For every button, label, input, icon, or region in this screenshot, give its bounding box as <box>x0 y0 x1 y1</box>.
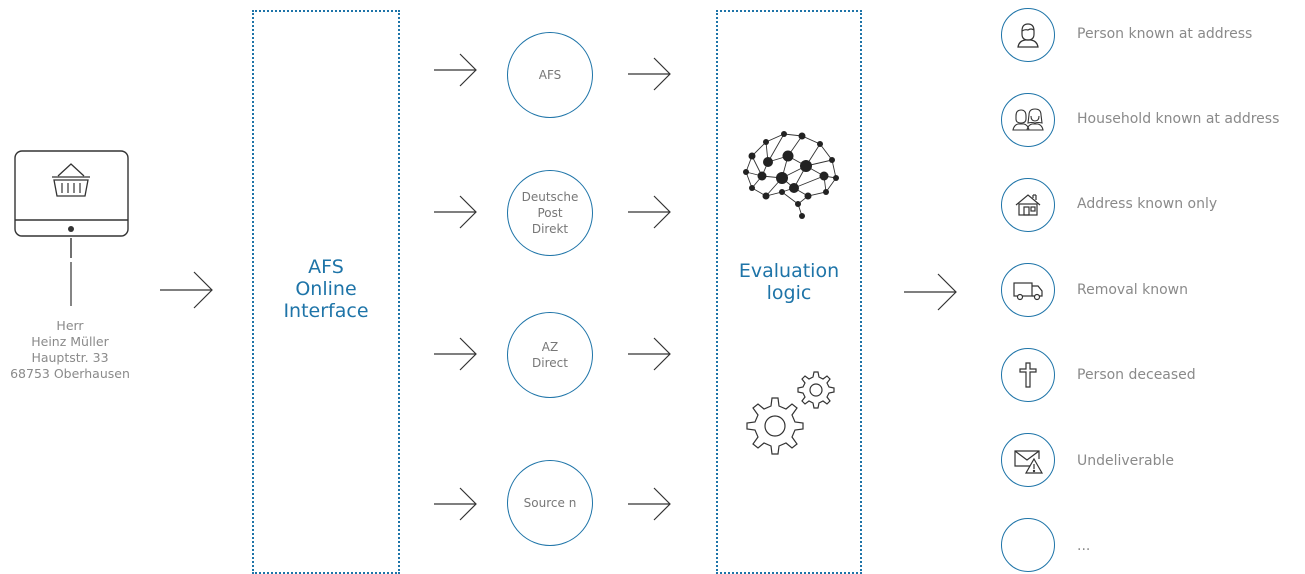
result-label: Person deceased <box>1077 367 1196 383</box>
arrow-icon <box>904 273 957 311</box>
result-address-known <box>1001 178 1055 232</box>
result-label: Household known at address <box>1077 111 1280 127</box>
truck-icon <box>1013 282 1043 301</box>
source-n: Source n <box>507 460 593 546</box>
online-interface-title: AFS Online Interface <box>254 256 398 322</box>
gears-icon <box>746 371 835 455</box>
source-label: AZ <box>541 340 559 354</box>
result-household-known <box>1001 93 1055 147</box>
result-removal-known <box>1001 263 1055 317</box>
result-label: ... <box>1077 538 1091 554</box>
address-line-city: 68753 Oberhausen <box>10 366 130 381</box>
person-icon <box>1017 23 1039 48</box>
source-label: Direct <box>532 356 568 370</box>
address-line-street: Hauptstr. 33 <box>31 350 109 365</box>
arrow-icon <box>628 195 671 229</box>
evaluation-title-line: Evaluation <box>738 260 840 282</box>
evaluation-logic-box <box>716 10 862 574</box>
source-deutsche-post-direkt: Deutsche Post Direkt <box>507 170 593 256</box>
source-label: AFS <box>538 68 562 82</box>
source-az-direct: AZ Direct <box>507 312 593 398</box>
source-afs: AFS <box>507 32 593 118</box>
interface-title-line: Interface <box>283 300 369 322</box>
arrow-icon <box>628 337 671 371</box>
household-icon <box>1012 108 1044 131</box>
cross-icon <box>1019 362 1037 388</box>
evaluation-logic-title: Evaluation logic <box>718 260 860 304</box>
arrow-icon <box>628 487 671 521</box>
interface-title-line: AFS <box>308 256 344 278</box>
arrow-icon <box>434 53 477 87</box>
source-label: Deutsche <box>521 190 579 204</box>
evaluation-title-line: logic <box>766 282 812 304</box>
address-line-name: Heinz Müller <box>31 334 109 349</box>
online-interface-box <box>252 10 400 574</box>
arrow-icon <box>434 487 477 521</box>
arrow-icon <box>434 337 477 371</box>
envelope-warning-icon <box>1014 450 1044 474</box>
result-label: Removal known <box>1077 282 1188 298</box>
neural-network-brain-icon <box>743 131 839 219</box>
source-label: Post <box>537 206 563 220</box>
house-icon <box>1015 194 1041 216</box>
arrow-icon <box>160 271 213 309</box>
address-line-salutation: Herr <box>56 318 84 333</box>
result-label: Address known only <box>1077 196 1218 212</box>
source-label: Direkt <box>531 222 569 236</box>
result-label: Undeliverable <box>1077 453 1175 469</box>
result-label: Person known at address <box>1077 26 1253 42</box>
interface-title-line: Online <box>295 278 357 300</box>
result-more <box>1001 518 1055 572</box>
result-person-deceased <box>1001 348 1055 402</box>
shopping-basket-monitor-icon <box>14 150 129 306</box>
result-undeliverable <box>1001 433 1055 487</box>
arrow-icon <box>628 57 671 91</box>
arrow-icon <box>434 195 477 229</box>
source-label: Source n <box>523 496 577 510</box>
result-person-known <box>1001 8 1055 62</box>
